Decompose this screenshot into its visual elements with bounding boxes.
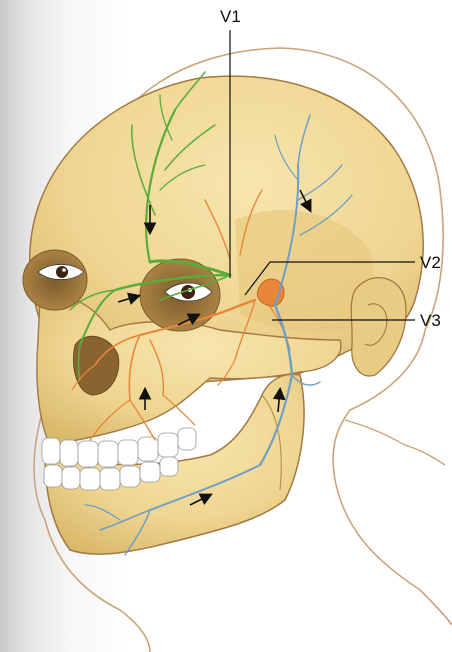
left-orbit (23, 250, 87, 310)
label-v2: V2 (420, 253, 441, 272)
label-v3: V3 (420, 311, 441, 330)
neck-outline (345, 420, 445, 465)
trigeminal-ganglion (257, 279, 284, 306)
label-v1: V1 (220, 7, 241, 26)
ear (351, 278, 406, 376)
